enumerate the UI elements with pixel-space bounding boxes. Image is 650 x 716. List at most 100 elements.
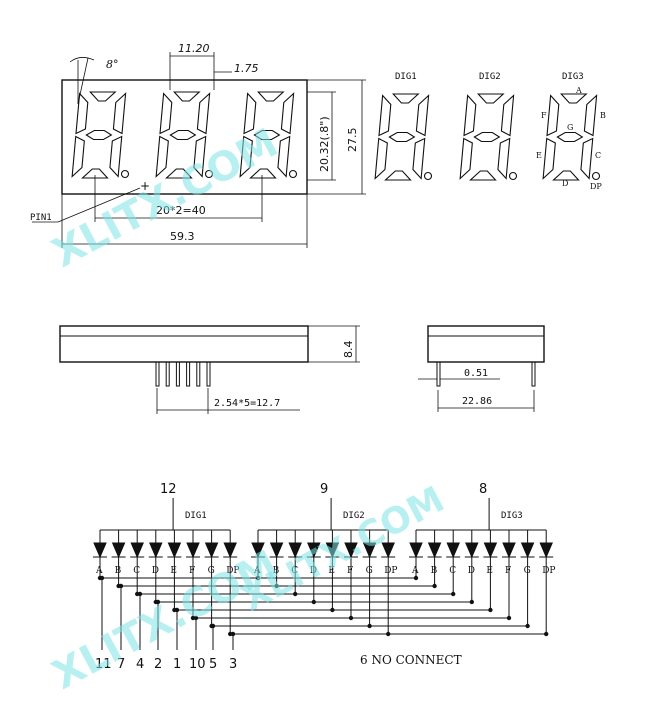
bus-junction <box>386 631 391 637</box>
legend-digit-2-seg-b <box>500 94 515 137</box>
led-segment-label: A <box>95 566 103 576</box>
row-spacing-label: 22.86 <box>462 396 492 407</box>
led-segment-label: DP <box>542 566 555 576</box>
led-diode-triangle <box>186 542 200 559</box>
legend-digit-2-dp <box>508 171 518 181</box>
legend-digit-1-dp <box>423 171 433 181</box>
led-segment-label: DP <box>226 566 239 576</box>
side-pin-3 <box>175 361 180 387</box>
bottom-pin-3: 3 <box>229 657 237 672</box>
led-diode-triangle <box>93 542 107 559</box>
side-pin-1 <box>155 361 160 387</box>
legend-digit-1-seg-c <box>412 137 426 180</box>
front-digit-2-seg-c <box>193 135 207 178</box>
seg-letter-dp: DP <box>590 182 602 191</box>
front-digit-2-dp <box>204 169 214 179</box>
seg-letter-e: E <box>536 151 542 160</box>
display-body-outline <box>61 79 308 195</box>
front-digit-2-seg-e <box>155 135 169 178</box>
seg-letter-d: D <box>562 179 568 188</box>
front-digit-3-dp <box>288 169 298 179</box>
bottom-pin-4: 4 <box>136 657 144 672</box>
front-digit-1-seg-e <box>71 135 85 178</box>
led-diode-triangle <box>288 542 302 559</box>
side-view: 8.4 2.54*5=12.7 <box>59 325 360 414</box>
digit-height-label: 20.32(.8") <box>318 116 331 172</box>
legend-digit-2-seg-g <box>473 131 501 143</box>
legend-digit-1-seg-d <box>384 170 412 181</box>
bus-junction <box>432 583 437 589</box>
led-diode-triangle <box>325 542 340 559</box>
front-digit-2-seg-a <box>172 91 201 102</box>
led-segment-label: E <box>328 566 335 576</box>
watermark-bottom-left: XLITX.COM <box>45 542 285 699</box>
seg-letter-b: B <box>600 111 606 120</box>
bus-junction <box>469 599 474 605</box>
front-digit-3-seg-c <box>277 135 291 178</box>
segment-width-label: 1.75 <box>234 62 259 75</box>
led-diode-triangle <box>362 542 377 559</box>
schem-dig2-label: DIG2 <box>343 511 365 521</box>
dig2-label: DIG2 <box>479 72 501 82</box>
legend-digit-3-seg-c <box>580 137 594 180</box>
bus-junction <box>544 631 549 637</box>
bus-junction <box>311 599 316 605</box>
seg-letter-a: A <box>575 86 582 95</box>
front-view: 8° 11.20 1.75 20.32(.8") 27.5 PIN1 + 20*… <box>30 42 366 248</box>
legend-digit-1-seg-a <box>391 93 420 104</box>
led-diode-triangle <box>539 542 553 559</box>
bottom-pin-2: 2 <box>154 657 162 672</box>
led-diode-triangle <box>307 542 321 559</box>
led-diode-triangle <box>446 542 460 559</box>
pin-spacing-label: 20*2=40 <box>156 204 206 217</box>
pin1-label: PIN1 <box>30 213 52 223</box>
angle-label: 8° <box>106 58 119 71</box>
front-digit-1-seg-b <box>112 92 127 135</box>
bus-junction <box>506 615 512 621</box>
pin1-plus-mark: + <box>140 179 150 193</box>
led-diode-triangle <box>167 542 182 559</box>
front-digit-2-seg-f <box>159 92 173 135</box>
led-diode-triangle <box>465 542 479 559</box>
front-digit-2-seg-b <box>196 92 211 135</box>
front-digit-3-seg-g <box>253 129 281 141</box>
bus-junction <box>348 615 354 621</box>
dig3-label: DIG3 <box>562 72 584 82</box>
bottom-pin-10: 10 <box>189 657 206 672</box>
bus-junction <box>330 607 335 613</box>
pin-junction <box>210 623 216 629</box>
bus-junction <box>525 623 530 629</box>
side-pin-5 <box>196 361 201 387</box>
led-diode-triangle <box>269 542 284 559</box>
side-pin-6 <box>206 361 211 387</box>
angle-arc <box>69 57 95 63</box>
bus-junction <box>255 575 261 581</box>
side-pin-2 <box>165 361 170 387</box>
led-segment-label: A <box>253 566 261 576</box>
seg-letter-c: C <box>595 151 601 160</box>
end-pin-right <box>531 361 536 387</box>
digit-legend: DIG1 DIG2 DIG3 A B C D E F G DP <box>374 72 606 191</box>
body-width-label: 59.3 <box>170 230 195 243</box>
legend-digit-1-seg-e <box>374 137 388 180</box>
bottom-pin-5: 5 <box>209 657 217 672</box>
body-height-label: 27.5 <box>346 128 359 153</box>
no-connect-note: 6 NO CONNECT <box>360 653 462 667</box>
schem-dig1-label: DIG1 <box>185 511 207 521</box>
pin-junction <box>193 615 199 621</box>
schem-dig3-label: DIG3 <box>501 511 523 521</box>
pin1-leader <box>57 187 141 223</box>
front-digit-1-dp <box>120 169 130 179</box>
legend-digit-3-seg-e <box>542 137 556 180</box>
pitch-label: 11.20 <box>178 42 210 55</box>
bus-junction <box>274 583 279 589</box>
front-digit-1-seg-d <box>81 168 109 179</box>
legend-digit-1-seg-g <box>388 131 416 143</box>
led-diode-triangle <box>381 542 395 559</box>
pin-junction <box>230 631 236 637</box>
pin-junction <box>155 599 161 605</box>
